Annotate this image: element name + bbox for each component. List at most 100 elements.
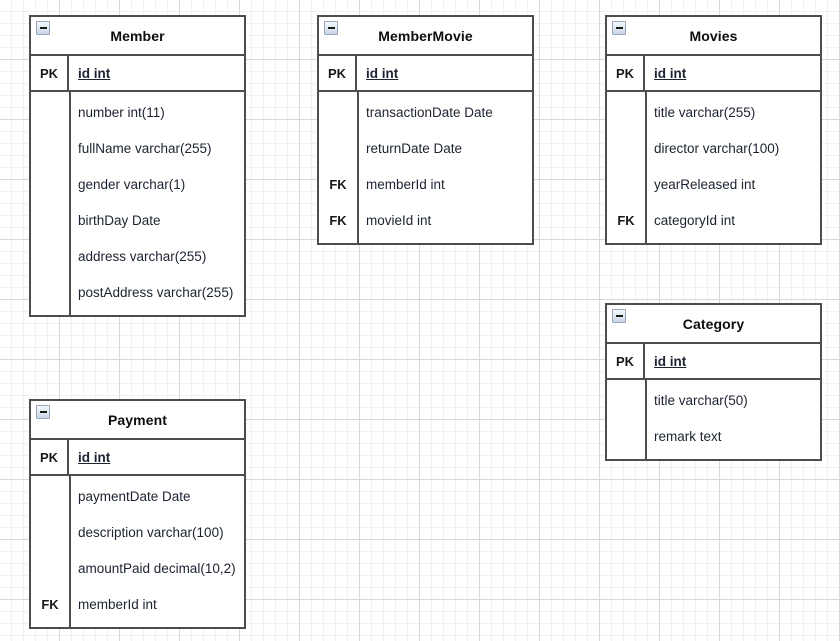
entity-header: Member: [31, 17, 244, 56]
entity-rows: PK id int transactionDate Date returnDate D…: [319, 56, 532, 243]
entity-rows: PK id int title varchar(255) director varch…: [607, 56, 820, 243]
minus-glyph: [615, 27, 623, 29]
attribute-rows: title varchar(255) director varchar(100) y…: [607, 92, 820, 243]
key-label: PK: [319, 56, 357, 90]
attribute-rows: paymentDate Date description varchar(100)…: [31, 476, 244, 627]
key-label: [607, 382, 645, 418]
primary-key-row[interactable]: PK id int: [607, 344, 820, 380]
attribute-row[interactable]: postAddress varchar(255): [31, 274, 244, 310]
key-label: PK: [607, 56, 645, 90]
entity-header: Category: [607, 305, 820, 344]
attribute-row[interactable]: gender varchar(1): [31, 166, 244, 202]
attribute-rows: title varchar(50) remark text: [607, 380, 820, 459]
entity-title: Member: [110, 27, 165, 44]
collapse-minus-icon[interactable]: [612, 21, 626, 35]
attribute-label: birthDay Date: [78, 212, 161, 228]
attribute-label: address varchar(255): [78, 248, 207, 264]
attribute-row[interactable]: director varchar(100): [607, 130, 820, 166]
key-label: FK: [617, 212, 635, 228]
key-label: [31, 166, 69, 202]
key-label: [31, 514, 69, 550]
attribute-label: postAddress varchar(255): [78, 284, 234, 300]
attribute-row[interactable]: description varchar(100): [31, 514, 244, 550]
key-label: PK: [31, 440, 69, 474]
entity-header: MemberMovie: [319, 17, 532, 56]
attribute-label: transactionDate Date: [366, 104, 493, 120]
attribute-label: id int: [366, 65, 399, 81]
collapse-minus-icon[interactable]: [612, 309, 626, 323]
attribute-label: id int: [654, 353, 687, 369]
key-label: [607, 418, 645, 454]
attribute-label: id int: [654, 65, 687, 81]
key-label: [31, 550, 69, 586]
attribute-row[interactable]: title varchar(255): [607, 94, 820, 130]
primary-key-row[interactable]: PK id int: [31, 56, 244, 92]
attribute-row[interactable]: yearReleased int: [607, 166, 820, 202]
key-label: [31, 238, 69, 274]
collapse-minus-icon[interactable]: [36, 21, 50, 35]
collapse-minus-icon[interactable]: [36, 405, 50, 419]
key-label: FK: [329, 212, 347, 228]
attribute-label: title varchar(50): [654, 392, 748, 408]
entity-title: MemberMovie: [378, 27, 473, 44]
attribute-label: memberId int: [78, 596, 157, 612]
key-label: [31, 94, 69, 130]
attribute-row[interactable]: title varchar(50): [607, 382, 820, 418]
attribute-label: yearReleased int: [654, 176, 756, 192]
attribute-row[interactable]: remark text: [607, 418, 820, 454]
key-label: [31, 202, 69, 238]
attribute-rows: number int(11) fullName varchar(255) gende…: [31, 92, 244, 315]
primary-key-row[interactable]: PK id int: [31, 440, 244, 476]
attribute-label: remark text: [654, 428, 722, 444]
attribute-row[interactable]: paymentDate Date: [31, 478, 244, 514]
attribute-label: id int: [78, 65, 111, 81]
entity-title: Category: [682, 315, 745, 332]
key-label: [31, 130, 69, 166]
attribute-row[interactable]: birthDay Date: [31, 202, 244, 238]
attribute-row[interactable]: address varchar(255): [31, 238, 244, 274]
attribute-label: paymentDate Date: [78, 488, 191, 504]
attribute-row[interactable]: amountPaid decimal(10,2): [31, 550, 244, 586]
foreign-key-row[interactable]: FK memberId int: [319, 166, 532, 202]
attribute-label: memberId int: [366, 176, 445, 192]
entity-header: Payment: [31, 401, 244, 440]
foreign-key-row[interactable]: FK movieId int: [319, 202, 532, 238]
attribute-label: id int: [78, 449, 111, 465]
key-label: FK: [329, 176, 347, 192]
primary-key-row[interactable]: PK id int: [319, 56, 532, 92]
attribute-row[interactable]: fullName varchar(255): [31, 130, 244, 166]
collapse-minus-icon[interactable]: [324, 21, 338, 35]
minus-glyph: [39, 27, 47, 29]
attribute-label: director varchar(100): [654, 140, 780, 156]
key-label: [607, 130, 645, 166]
attribute-label: number int(11): [78, 104, 165, 120]
attribute-row[interactable]: number int(11): [31, 94, 244, 130]
attribute-label: title varchar(255): [654, 104, 756, 120]
key-label: PK: [31, 56, 69, 90]
minus-glyph: [327, 27, 335, 29]
entity-rows: PK id int number int(11) fullName varchar(2…: [31, 56, 244, 315]
primary-key-row[interactable]: PK id int: [607, 56, 820, 92]
key-label: PK: [607, 344, 645, 378]
attribute-row[interactable]: transactionDate Date: [319, 94, 532, 130]
attribute-label: fullName varchar(255): [78, 140, 212, 156]
key-label: [607, 94, 645, 130]
entity-title: Payment: [107, 411, 168, 428]
attribute-label: returnDate Date: [366, 140, 463, 156]
key-label: [31, 274, 69, 310]
attribute-label: description varchar(100): [78, 524, 224, 540]
attribute-label: movieId int: [366, 212, 432, 228]
key-label: [319, 130, 357, 166]
attribute-row[interactable]: returnDate Date: [319, 130, 532, 166]
entity-header: Movies: [607, 17, 820, 56]
key-label: [319, 94, 357, 130]
